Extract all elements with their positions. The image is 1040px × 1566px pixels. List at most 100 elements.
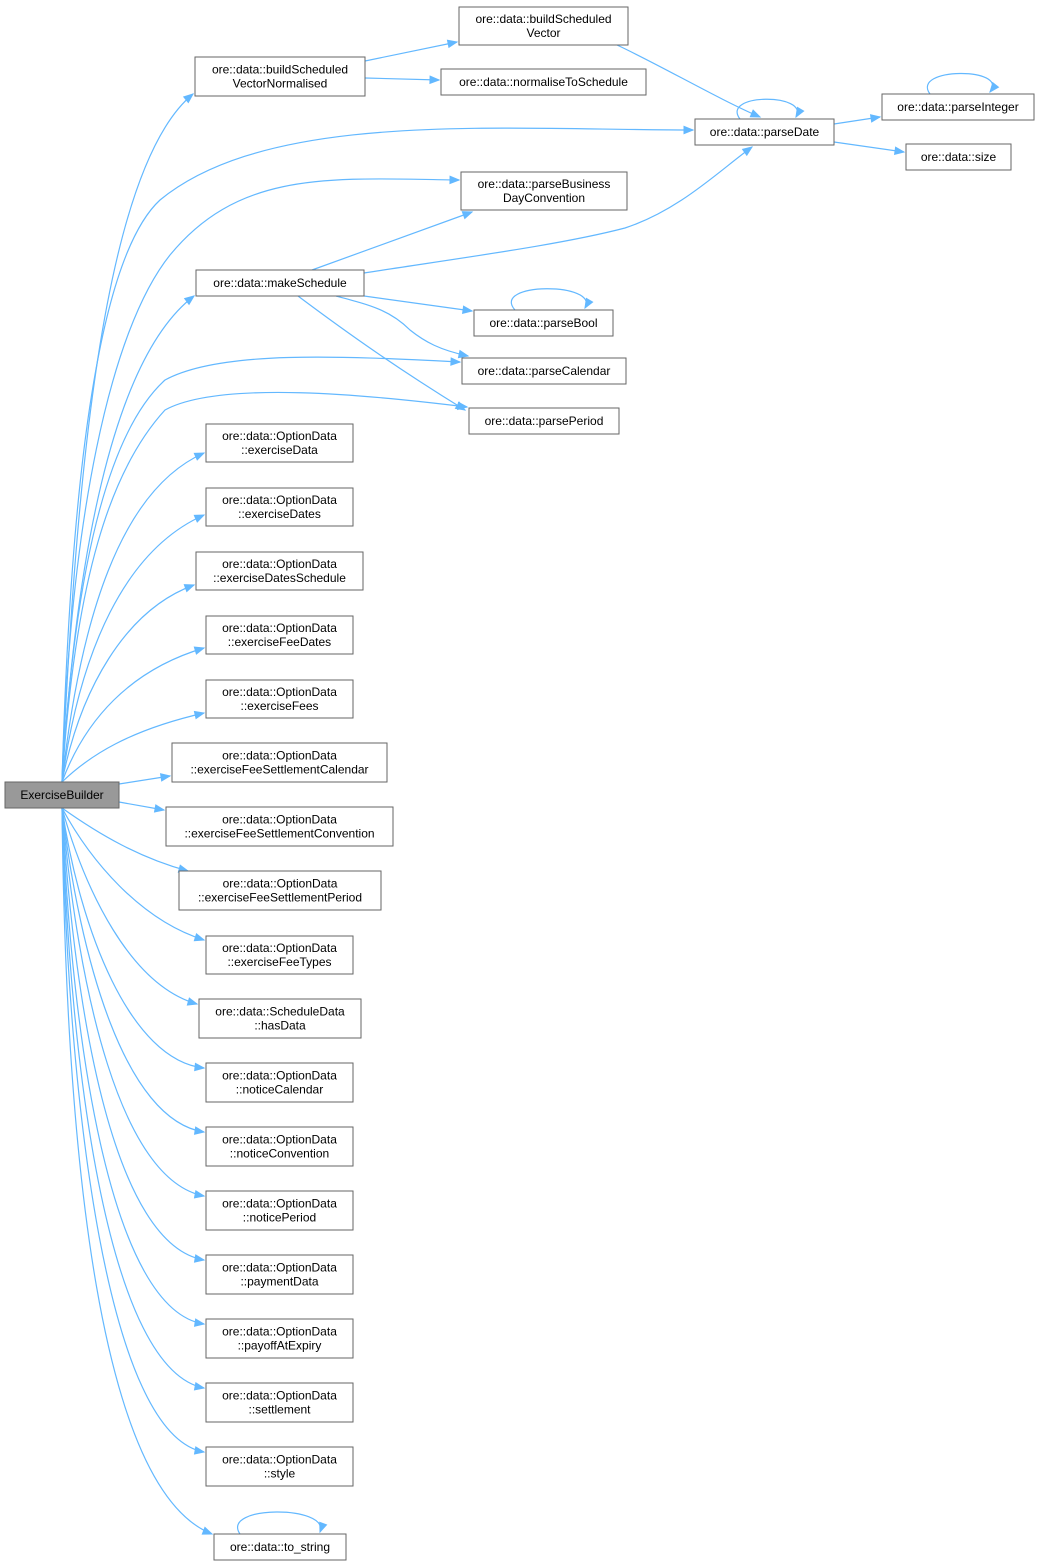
node-box bbox=[171, 742, 388, 783]
edge-line bbox=[61, 584, 195, 783]
edge-line bbox=[833, 141, 905, 153]
node-label: ::exerciseFeeDates bbox=[228, 635, 331, 649]
node-label: ore::data::OptionData bbox=[222, 557, 337, 571]
node-label: ore::data::OptionData bbox=[223, 877, 338, 891]
edge-exerciseBuilder-to-parseDate bbox=[61, 125, 695, 783]
node-parseCalendar[interactable]: ore::data::parseCalendar bbox=[461, 357, 627, 385]
node-label: ore::data::parseInteger bbox=[897, 100, 1018, 114]
edge-parseInteger-to-parseInteger bbox=[926, 72, 1000, 95]
node-label: ore::data::OptionData bbox=[222, 1453, 337, 1467]
edge-exerciseBuilder-to-noticeConvention bbox=[61, 807, 206, 1135]
node-box bbox=[905, 143, 1012, 171]
call-nodes: ExerciseBuilder ore::data::buildScheduled… bbox=[4, 6, 1035, 1561]
edge-line bbox=[61, 807, 205, 1389]
node-label: ore::data::OptionData bbox=[222, 749, 337, 763]
node-noticeCalendar[interactable]: ore::data::OptionData::noticeCalendar bbox=[205, 1062, 354, 1103]
node-exerciseFeeSettlementPeriod[interactable]: ore::data::OptionData::exerciseFeeSettle… bbox=[178, 870, 382, 911]
edge-arrowhead bbox=[193, 1254, 206, 1263]
node-exerciseBuilder[interactable]: ExerciseBuilder bbox=[4, 781, 120, 809]
edge-line bbox=[61, 807, 205, 1069]
edge-line bbox=[61, 391, 468, 783]
edge-arrowhead bbox=[454, 401, 467, 411]
node-label: ore::data::size bbox=[921, 150, 997, 164]
edge-arrowhead bbox=[869, 114, 882, 123]
node-toString[interactable]: ore::data::to_string bbox=[213, 1533, 347, 1561]
edge-parseDate-to-size bbox=[833, 141, 906, 155]
node-makeSchedule[interactable]: ore::data::makeSchedule bbox=[195, 269, 365, 297]
edge-line bbox=[364, 41, 458, 62]
node-box bbox=[881, 93, 1035, 121]
edge-line bbox=[61, 807, 213, 1535]
node-noticePeriod[interactable]: ore::data::OptionData::noticePeriod bbox=[205, 1190, 354, 1231]
node-exerciseFeeSettlementCalendar[interactable]: ore::data::OptionData::exerciseFeeSettle… bbox=[171, 742, 388, 783]
node-hasData[interactable]: ore::data::ScheduleData::hasData bbox=[198, 998, 362, 1039]
edge-exerciseBuilder-to-parseBusinessDayConvention bbox=[61, 175, 461, 783]
node-label: ore::data::OptionData bbox=[222, 1389, 337, 1403]
node-label: ore::data::parsePeriod bbox=[485, 414, 604, 428]
edge-exerciseBuilder-to-exerciseFeeSettlementCalendar bbox=[118, 773, 172, 785]
node-settlement[interactable]: ore::data::OptionData::settlement bbox=[205, 1382, 354, 1423]
node-exerciseFeeTypes[interactable]: ore::data::OptionData::exerciseFeeTypes bbox=[205, 935, 354, 975]
edge-arrowhead bbox=[457, 349, 470, 359]
node-style[interactable]: ore::data::OptionData::style bbox=[205, 1446, 354, 1487]
call-edges bbox=[61, 39, 1000, 1535]
node-label: ore::data::makeSchedule bbox=[213, 276, 347, 290]
edge-arrowhead bbox=[429, 75, 441, 85]
edge-buildScheduledVectorNormalised-to-buildScheduledVector bbox=[364, 39, 459, 62]
node-parseInteger[interactable]: ore::data::parseInteger bbox=[881, 93, 1035, 121]
node-payoffAtExpiry[interactable]: ore::data::OptionData::payoffAtExpiry bbox=[205, 1318, 354, 1359]
node-exerciseFeeSettlementConvention[interactable]: ore::data::OptionData::exerciseFeeSettle… bbox=[165, 806, 394, 847]
edge-line bbox=[237, 1511, 321, 1535]
node-label: ore::data::OptionData bbox=[222, 685, 337, 699]
node-label: ore::data::normaliseToSchedule bbox=[459, 75, 628, 89]
node-label: ::exerciseData bbox=[241, 443, 318, 457]
edge-buildScheduledVector-to-parseDate bbox=[616, 44, 762, 118]
node-box bbox=[213, 1533, 347, 1561]
edge-arrowhead bbox=[193, 452, 206, 461]
node-box bbox=[198, 998, 362, 1039]
node-label: ore::data::OptionData bbox=[222, 493, 337, 507]
edge-arrowhead bbox=[193, 1381, 206, 1391]
node-noticeConvention[interactable]: ore::data::OptionData::noticeConvention bbox=[205, 1126, 354, 1167]
node-label: DayConvention bbox=[503, 191, 585, 205]
edge-exerciseBuilder-to-hasData bbox=[61, 807, 199, 1006]
edge-arrowhead bbox=[446, 39, 459, 49]
node-buildScheduledVectorNormalised[interactable]: ore::data::buildScheduledVectorNormalise… bbox=[194, 56, 366, 97]
edge-arrowhead bbox=[183, 584, 196, 593]
edge-line bbox=[61, 647, 205, 783]
node-size[interactable]: ore::data::size bbox=[905, 143, 1012, 171]
node-exerciseData[interactable]: ore::data::OptionData::exerciseData bbox=[205, 423, 354, 463]
node-box bbox=[205, 1062, 354, 1103]
edge-line bbox=[926, 72, 994, 95]
edge-line bbox=[61, 807, 205, 1325]
node-box bbox=[205, 423, 354, 463]
edge-exerciseBuilder-to-noticePeriod bbox=[61, 807, 206, 1199]
node-paymentData[interactable]: ore::data::OptionData::paymentData bbox=[205, 1254, 354, 1295]
node-normaliseToSchedule[interactable]: ore::data::normaliseToSchedule bbox=[440, 68, 647, 96]
edge-line bbox=[364, 77, 440, 81]
node-label: ::paymentData bbox=[240, 1275, 318, 1289]
edge-exerciseBuilder-to-paymentData bbox=[61, 807, 206, 1263]
node-label: ::exerciseFeeSettlementConvention bbox=[184, 827, 374, 841]
node-exerciseDates[interactable]: ore::data::OptionData::exerciseDates bbox=[205, 487, 354, 527]
node-box bbox=[205, 1446, 354, 1487]
node-box bbox=[205, 679, 354, 719]
node-parseBool[interactable]: ore::data::parseBool bbox=[473, 309, 614, 337]
edge-toString-to-toString bbox=[237, 1511, 328, 1535]
edge-exerciseBuilder-to-buildScheduledVectorNormalised bbox=[61, 93, 195, 783]
edge-arrowhead bbox=[182, 93, 195, 104]
node-parseDate[interactable]: ore::data::parseDate bbox=[694, 118, 835, 146]
node-exerciseFees[interactable]: ore::data::OptionData::exerciseFees bbox=[205, 679, 354, 719]
node-box bbox=[205, 1318, 354, 1359]
node-parsePeriod[interactable]: ore::data::parsePeriod bbox=[468, 407, 620, 435]
node-exerciseDatesSchedule[interactable]: ore::data::OptionData::exerciseDatesSche… bbox=[195, 551, 364, 591]
edge-line bbox=[61, 807, 189, 872]
node-exerciseFeeDates[interactable]: ore::data::OptionData::exerciseFeeDates bbox=[205, 615, 354, 655]
edge-exerciseBuilder-to-style bbox=[61, 807, 206, 1455]
edge-arrowhead bbox=[461, 305, 474, 314]
edge-line bbox=[61, 807, 205, 941]
node-label: ::exerciseFees bbox=[240, 699, 318, 713]
